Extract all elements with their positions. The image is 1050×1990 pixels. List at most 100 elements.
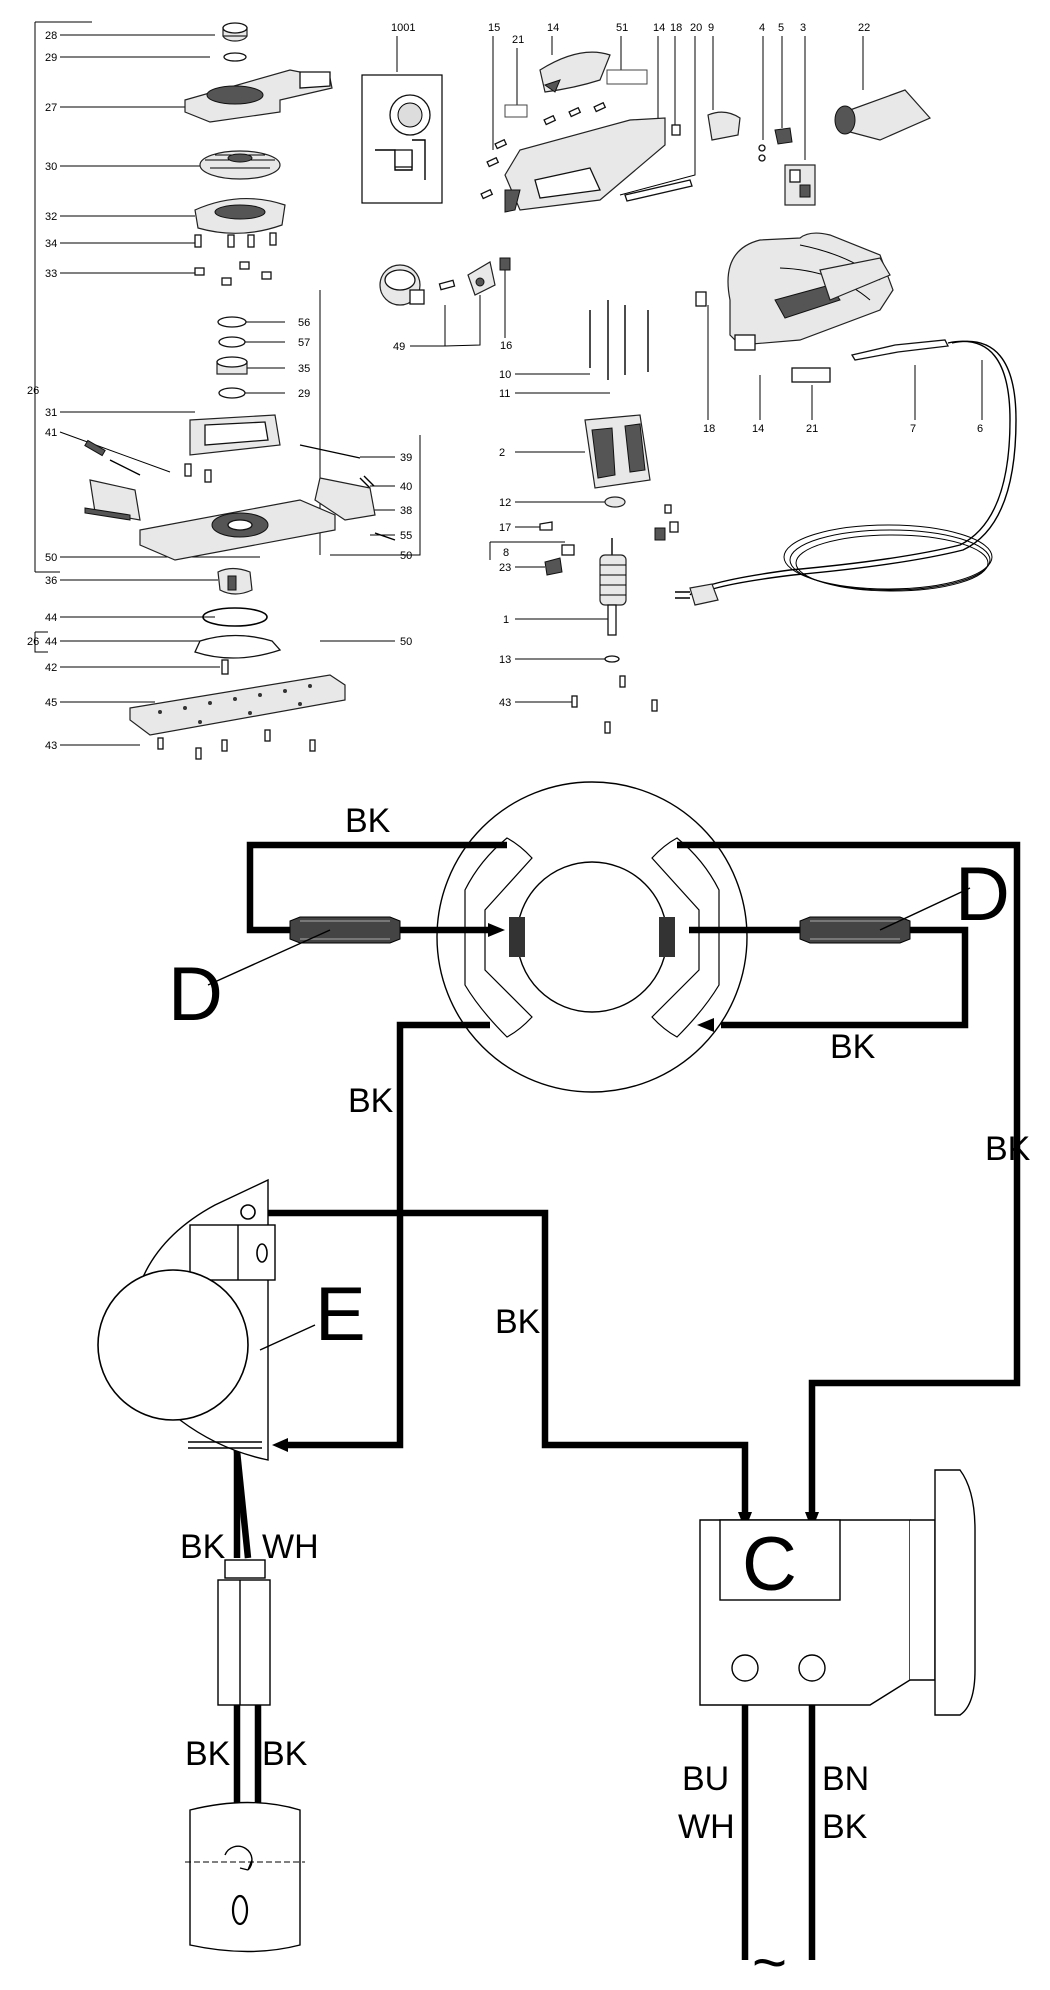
top-leaders [396, 36, 864, 196]
label-23: 23 [499, 562, 511, 574]
label-43a: 43 [45, 740, 57, 752]
label-30: 30 [45, 161, 57, 173]
label-29: 29 [45, 52, 57, 64]
part-screw-and-plate [438, 261, 496, 296]
part-34-screws [194, 232, 277, 248]
label-55: 55 [400, 530, 412, 542]
label-39: 39 [400, 452, 412, 464]
label-15: 15 [488, 22, 500, 34]
label-6: 6 [977, 423, 983, 435]
label-1001: 1001 [391, 22, 415, 34]
part-21-mid-label [791, 367, 831, 383]
wire-label-bk-switch-left: BK [180, 1528, 226, 1566]
label-22: 22 [858, 22, 870, 34]
label-36: 36 [45, 575, 57, 587]
part-29b-washer [218, 387, 246, 399]
part-brushes [654, 504, 679, 541]
speed-knob [185, 1801, 305, 1953]
label-8: 8 [503, 547, 509, 559]
part-30-fan [199, 150, 281, 180]
label-18-mid: 18 [703, 423, 715, 435]
wire-label-bk-right-lower: BK [830, 1028, 876, 1066]
part-9-bracket [707, 111, 741, 141]
part-7-6-cable [675, 339, 1017, 606]
suppressor-right [799, 887, 971, 944]
part-12-bearing [604, 496, 626, 508]
label-42: 42 [45, 662, 57, 674]
part-3-switch [784, 164, 816, 206]
motor-stator [436, 781, 748, 1093]
label-21-mid: 21 [806, 423, 818, 435]
part-10-11-wires [589, 300, 649, 380]
label-28: 28 [45, 30, 57, 42]
part-39-pin [299, 444, 361, 459]
component-letters: D D E C ~ [168, 852, 1010, 1990]
label-50b: 50 [400, 550, 412, 562]
part-18-top [671, 124, 681, 136]
part-44-o-ring [202, 607, 268, 627]
part-29-washer [223, 52, 247, 62]
wire-label-wh-mains: WH [678, 1808, 735, 1846]
part-2-stator [584, 414, 651, 489]
part-31-frame [189, 414, 281, 456]
part-57-ring [218, 336, 246, 348]
label-17: 17 [499, 522, 511, 534]
part-15-screws [480, 101, 607, 200]
e-small-icon [256, 1243, 268, 1263]
part-55-rod [374, 532, 396, 541]
label-c: C [742, 1522, 797, 1607]
label-1: 1 [503, 614, 509, 626]
label-33: 33 [45, 268, 57, 280]
label-29b: 29 [298, 388, 310, 400]
wire-label-bn: BN [822, 1760, 869, 1798]
label-d-left: D [168, 952, 223, 1037]
electronics-module [97, 1178, 316, 1461]
label-16: 16 [500, 340, 512, 352]
wire-label-wh: WH [262, 1528, 319, 1566]
part-sanding-base [139, 499, 336, 561]
part-33-blocks [194, 261, 272, 286]
wire-label-bu: BU [682, 1760, 729, 1798]
part-36-eccentric [217, 567, 253, 595]
part-21-top-label [504, 104, 528, 118]
wire-label-bk-left-vertical: BK [348, 1082, 394, 1120]
label-26-bottom: 26 [27, 636, 39, 648]
part-18-mid [695, 291, 707, 307]
label-14-top: 14 [547, 22, 559, 34]
part-43-screws-bottom [157, 729, 316, 760]
label-14-top2: 14 [653, 22, 665, 34]
middle-leaders [410, 270, 983, 703]
label-50a: 50 [45, 552, 57, 564]
wire-label-bk-middle: BK [495, 1303, 541, 1341]
part-56-ring [217, 316, 247, 328]
label-d-right: D [955, 852, 1010, 937]
label-35: 35 [298, 363, 310, 375]
label-12: 12 [499, 497, 511, 509]
label-14-mid: 14 [752, 423, 764, 435]
label-21-top: 21 [512, 34, 524, 46]
label-10: 10 [499, 369, 511, 381]
part-41-small [84, 439, 212, 483]
part-4-5-small [758, 127, 793, 162]
part-45-sanding-pad [129, 674, 346, 736]
label-20: 20 [690, 22, 702, 34]
part-clamp-left [84, 479, 141, 521]
part-28-nut [222, 22, 248, 42]
label-43b: 43 [499, 697, 511, 709]
wire-label-bk-mains: BK [822, 1808, 868, 1846]
label-49: 49 [393, 341, 405, 353]
part-32-housing [194, 198, 286, 234]
label-41: 41 [45, 427, 57, 439]
wire-label-bk-top-left: BK [345, 802, 391, 840]
wiring-diagram: BK BK BK BK BK BK WH BK BK BU WH BN BK D… [97, 781, 1031, 1990]
label-5: 5 [778, 22, 784, 34]
label-31: 31 [45, 407, 57, 419]
label-44a: 44 [45, 612, 57, 624]
label-51: 51 [616, 22, 628, 34]
part-14-housing-shell [504, 117, 666, 213]
part-38-clamp [314, 477, 376, 521]
suppressor-left [207, 916, 401, 986]
part-assembled-sander [727, 232, 894, 351]
label-57: 57 [298, 337, 310, 349]
